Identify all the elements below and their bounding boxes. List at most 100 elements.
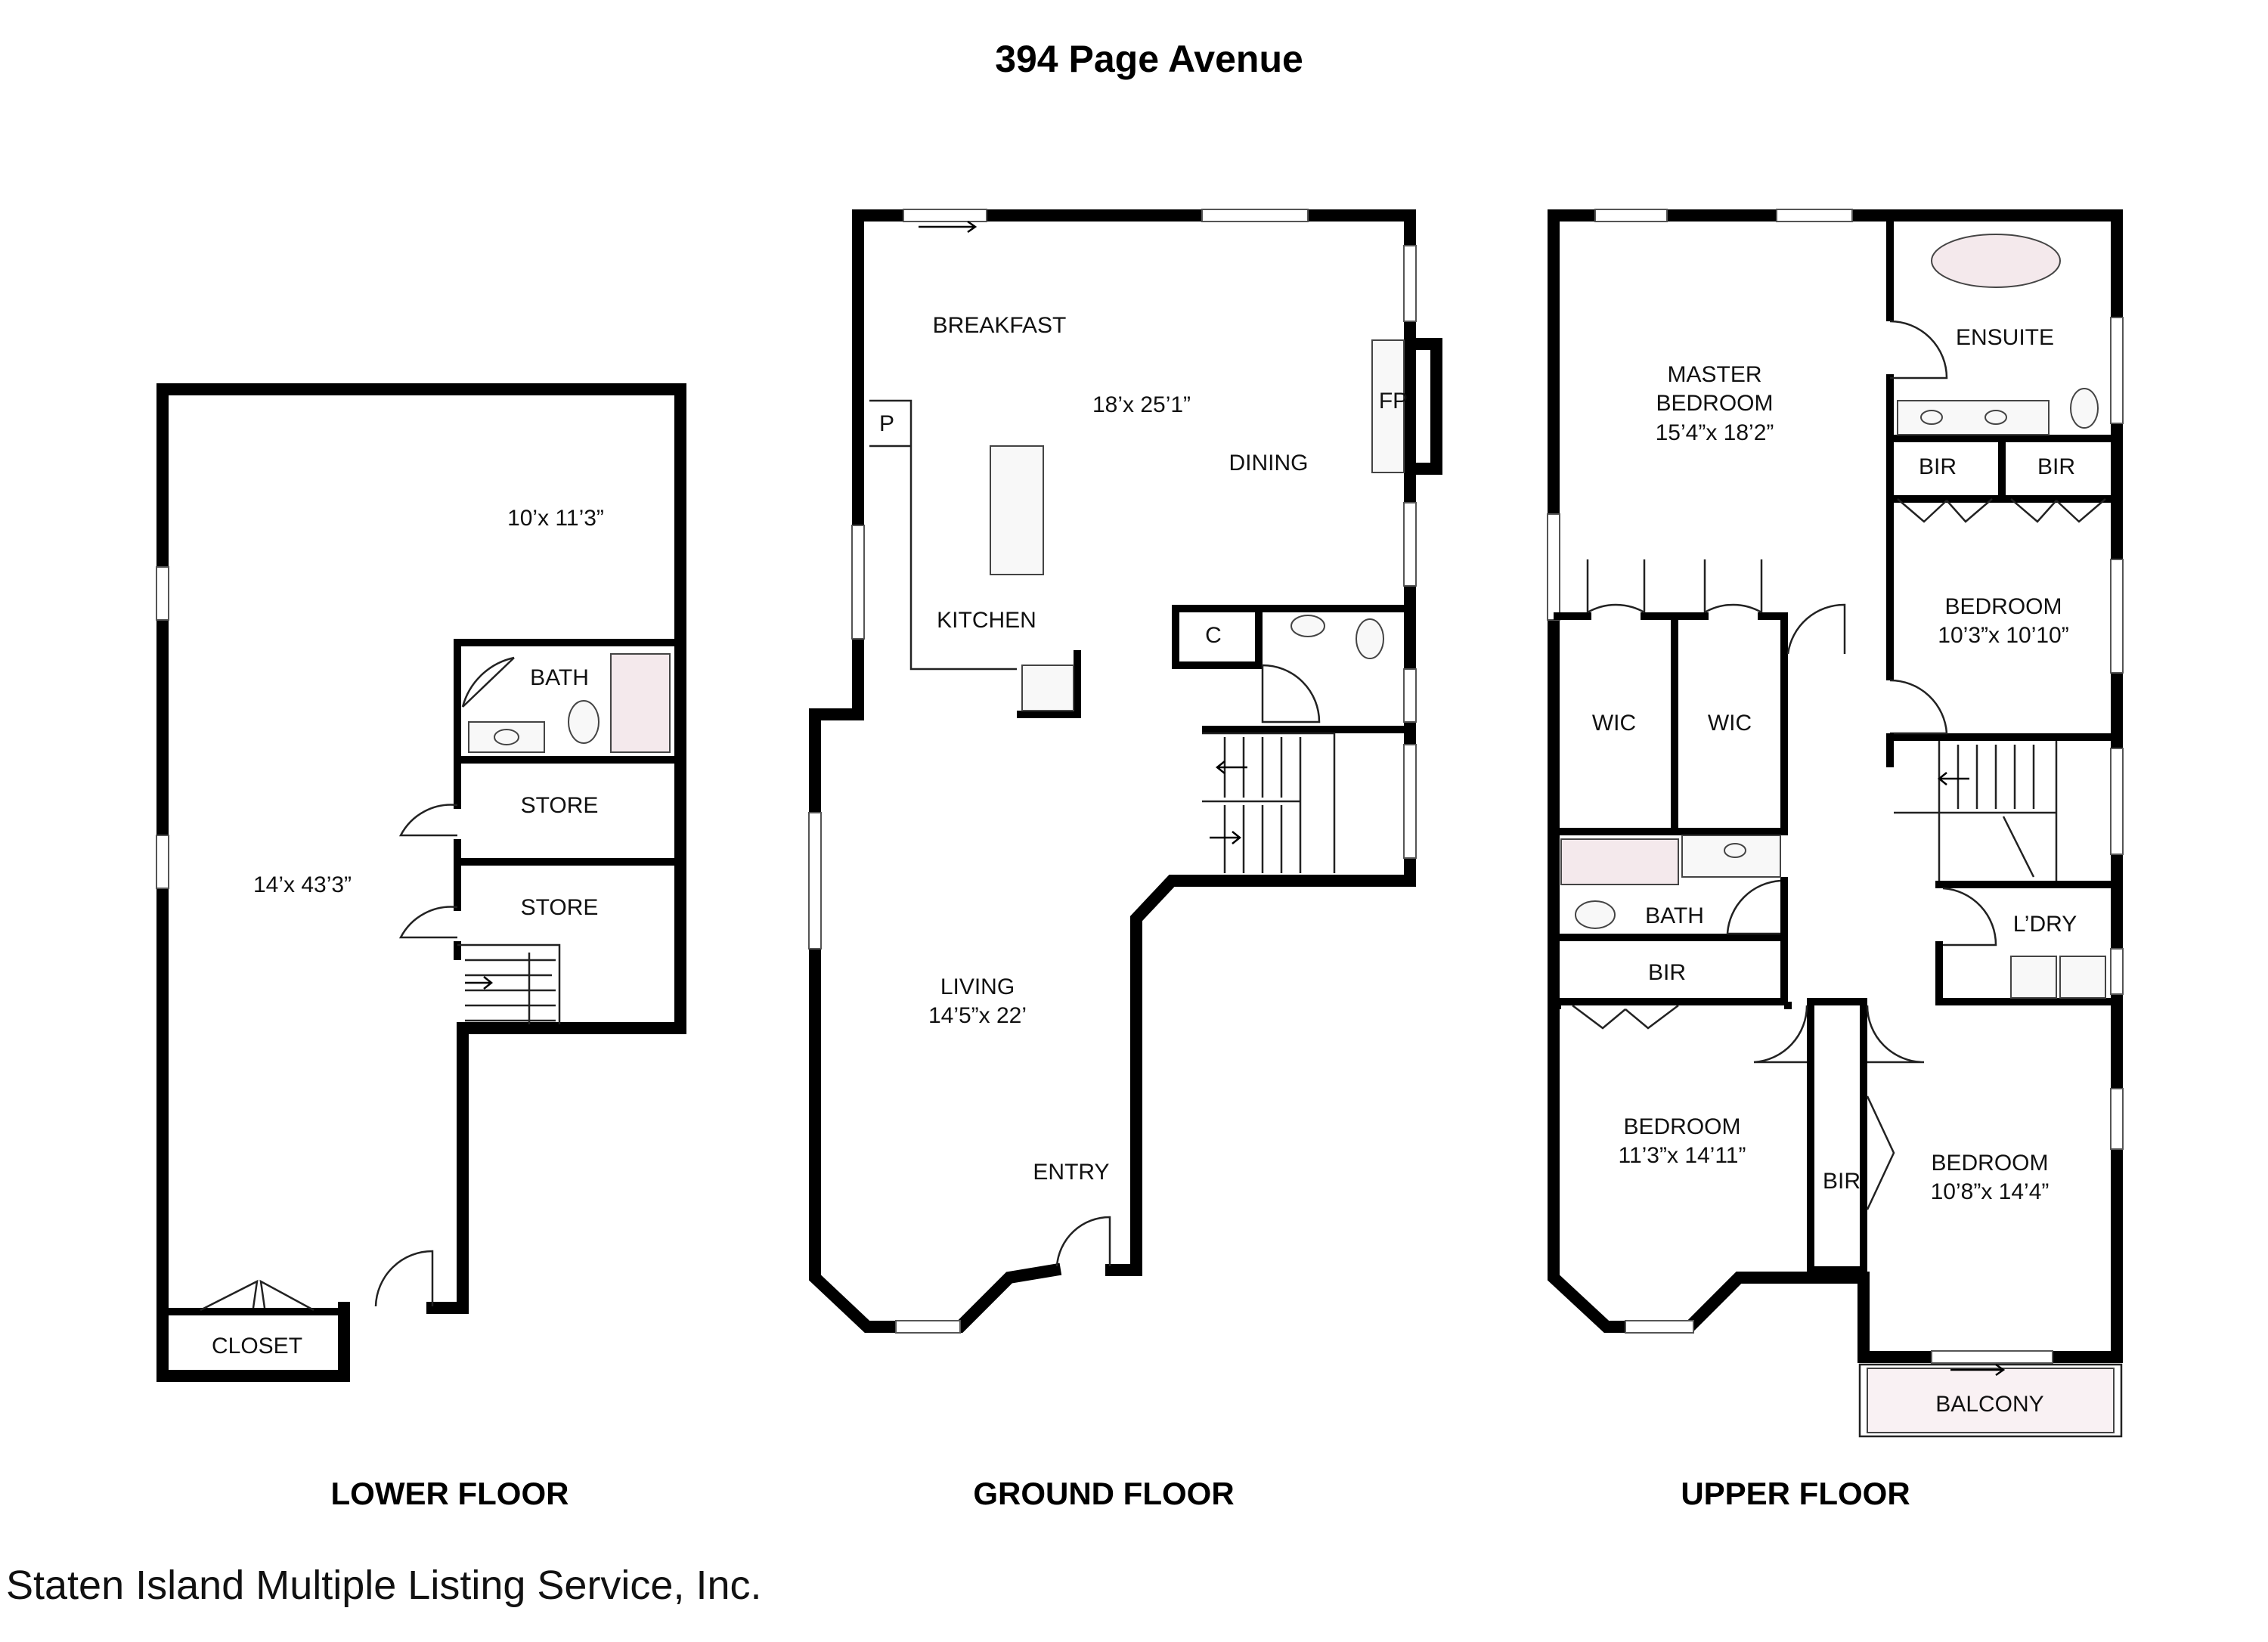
room-label: CLOSET <box>212 1334 302 1359</box>
laundry-door <box>1942 887 1997 946</box>
lower-floor-outer-wall <box>156 383 686 1382</box>
room-label: P <box>879 411 894 436</box>
stair-arrow-icon <box>465 976 494 990</box>
ground-stairs <box>1202 732 1336 873</box>
fireplace-icon <box>1371 339 1405 473</box>
closet-c-wall <box>1172 605 1263 669</box>
upper-bath-door <box>1726 879 1781 935</box>
ensuite-door <box>1889 320 1948 380</box>
room-label: 14’5”x 22’ <box>928 1003 1027 1028</box>
toilet-icon <box>1575 900 1616 929</box>
lower-window <box>156 566 169 621</box>
lower-entry-door <box>374 1250 434 1307</box>
lower-window <box>156 835 169 889</box>
wic-top-wall <box>1758 612 1788 658</box>
ground-window <box>1403 744 1417 859</box>
upper-stairs <box>1886 733 2058 881</box>
wic-door <box>1586 559 1646 614</box>
stair-arrow-icon <box>1215 761 1247 774</box>
room-label: MASTER <box>1667 362 1761 387</box>
room-label: DINING <box>1229 451 1309 476</box>
ground-floor: BREAKFAST 18’x 25’1” FP P DINING KITCHEN… <box>808 209 1442 1511</box>
powder-room-door <box>1261 664 1321 723</box>
room-label: C <box>1205 623 1222 648</box>
upper-window <box>1776 209 1853 222</box>
upper-window <box>1547 513 1560 621</box>
fridge-icon <box>1021 665 1074 711</box>
ground-window <box>1403 502 1417 587</box>
room-label: 10’x 11’3” <box>507 506 604 531</box>
stair-arrow-icon <box>1937 772 1969 785</box>
bathtub-icon <box>1560 838 1679 885</box>
ground-window <box>1201 209 1309 222</box>
washer-icon <box>2010 956 2057 999</box>
fireplace-wall <box>1404 338 1442 475</box>
lower-stairs <box>465 953 556 1024</box>
hall-door <box>1786 603 1846 655</box>
wic-door <box>1703 559 1763 614</box>
ground-window <box>808 812 822 950</box>
lower-store-door <box>398 906 458 939</box>
upper-window <box>2110 748 2124 855</box>
room-label: WIC <box>1708 711 1752 736</box>
room-label: BIR <box>1648 960 1686 985</box>
stair-arrow-icon <box>1210 831 1242 844</box>
plan-title: 394 Page Avenue <box>995 38 1303 80</box>
upper-window <box>2110 559 2124 674</box>
room-label: 10’3”x 10’10” <box>1938 623 2068 648</box>
room-label: STORE <box>521 793 599 818</box>
sink-icon <box>1724 843 1746 858</box>
ground-window <box>903 209 987 222</box>
bir-doors <box>1572 1005 1679 1030</box>
room-label: BEDROOM <box>1944 594 2062 619</box>
room-label: STORE <box>521 895 599 920</box>
bir-doors <box>1866 1095 1895 1210</box>
balcony-outline <box>1858 1363 2123 1438</box>
dryer-icon <box>2059 956 2106 999</box>
room-label: L’DRY <box>2013 912 2077 937</box>
lower-stair-outline <box>457 943 561 1024</box>
room-label: WIC <box>1592 711 1636 736</box>
room-label: BIR <box>1823 1169 1861 1194</box>
room-label: BREAKFAST <box>933 313 1067 338</box>
lower-store-door <box>398 804 458 837</box>
upper-window <box>2110 1088 2124 1150</box>
upper-window <box>2110 317 2124 424</box>
upper-window <box>2110 948 2124 995</box>
balcony-floor <box>1867 1368 2115 1433</box>
ensuite-vanity <box>1897 400 2050 435</box>
toilet-icon <box>2070 388 2099 429</box>
room-label: ENSUITE <box>1956 325 2054 350</box>
room-label: BEDROOM <box>1623 1114 1740 1139</box>
bedroom1-door <box>1889 679 1948 735</box>
upper-floor: MASTER BEDROOM 15’4”x 18’2” ENSUITE BIR … <box>1547 209 2124 1511</box>
room-label: BIR <box>2037 454 2075 479</box>
floor-name: UPPER FLOOR <box>1681 1476 1910 1511</box>
room-label: FP <box>1379 389 1408 414</box>
lower-closet-doors <box>200 1279 314 1312</box>
bedroom-divider-wall <box>1807 998 1867 1278</box>
slider-arrow-icon <box>919 220 978 234</box>
room-label: BATH <box>1645 903 1704 928</box>
kitchen-wall <box>1017 650 1081 718</box>
floor-name: LOWER FLOOR <box>331 1476 569 1511</box>
bir-wall <box>1807 1066 1867 1274</box>
ground-window <box>1403 668 1417 723</box>
room-label: 11’3”x 14’11” <box>1619 1143 1746 1168</box>
room-label: BATH <box>530 665 589 690</box>
bedroom3-door <box>1866 1005 1925 1064</box>
lower-floor: 10’x 11’3” BATH STORE STORE 14’x 43’3” C… <box>156 383 686 1511</box>
room-label: 10’8”x 14’4” <box>1931 1179 2050 1204</box>
floor-name: GROUND FLOOR <box>973 1476 1234 1511</box>
kitchen-counter <box>869 399 1017 671</box>
upper-window <box>1594 209 1668 222</box>
room-label: BALCONY <box>1935 1392 2043 1417</box>
room-label: BEDROOM <box>1931 1151 2048 1176</box>
slider-arrow-icon <box>1950 1363 2006 1377</box>
room-label: 18’x 25’1” <box>1092 392 1191 417</box>
bathtub-icon <box>1931 234 2061 288</box>
ground-floor-outer-wall <box>809 209 1416 1333</box>
sink-icon <box>1920 410 1943 425</box>
upper-window <box>1625 1320 1694 1334</box>
